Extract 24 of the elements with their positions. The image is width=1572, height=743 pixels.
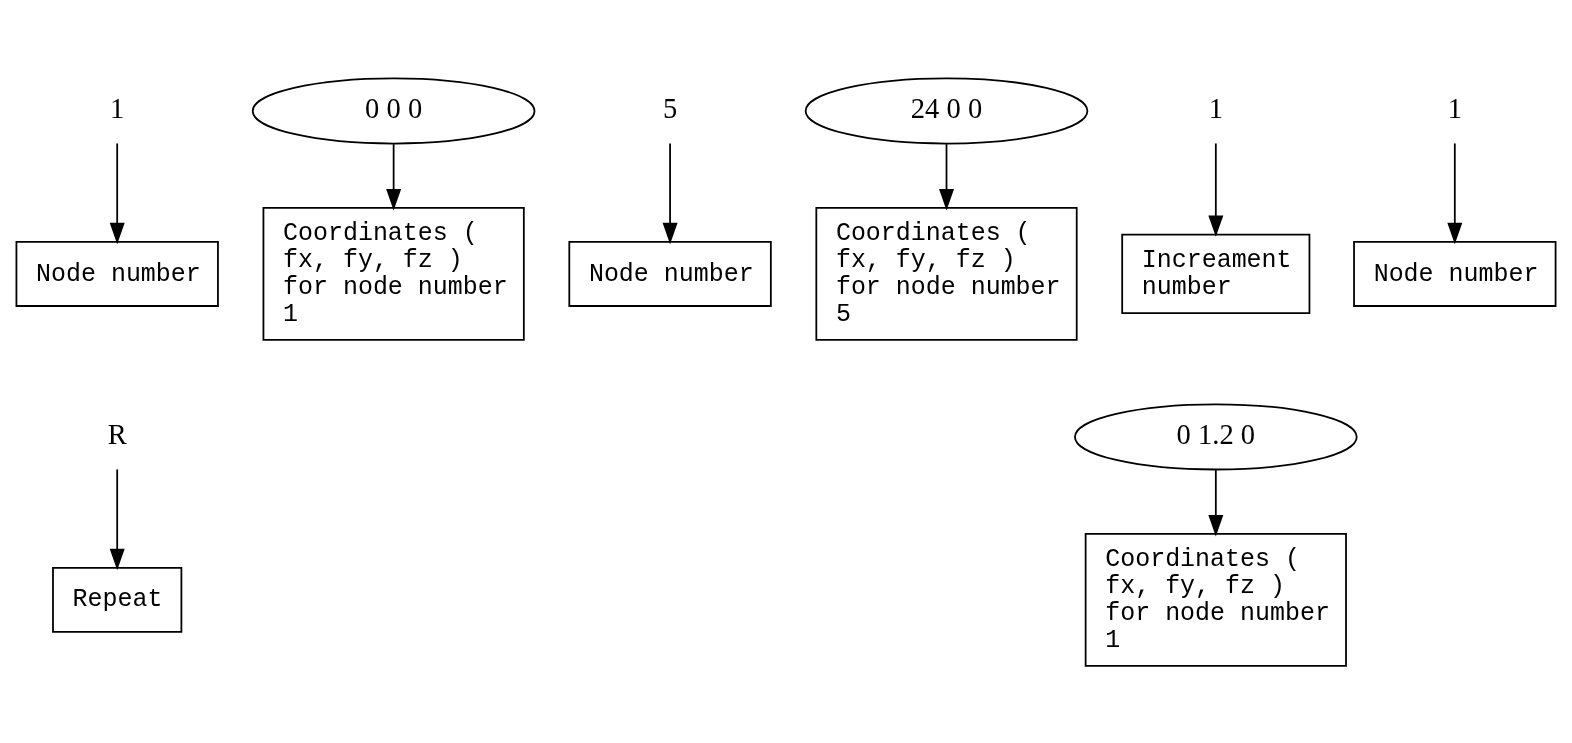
arrow (1208, 142, 1224, 237)
node-text: 1 (1447, 92, 1462, 124)
node-box: Node number (1353, 240, 1557, 307)
node-ellipse: 0 1.2 0 (1074, 402, 1358, 470)
arrow (662, 142, 678, 244)
arrow (939, 142, 954, 210)
node-box: Coordinates ( fx, fy, fz ) for node number 5 (815, 206, 1078, 341)
node-box: Node number (15, 240, 219, 307)
node-text: 1 (110, 92, 125, 124)
node-ellipse: 0 0 0 (251, 76, 536, 144)
node-ellipse: 24 0 0 (804, 76, 1089, 144)
arrow (109, 142, 125, 244)
arrow (386, 142, 402, 210)
node-box: Node number (568, 240, 772, 307)
node-text: 1 (1208, 92, 1223, 124)
node-box: Repeat (52, 566, 183, 633)
arrow (1447, 142, 1463, 244)
node-text: R (107, 418, 127, 450)
arrow (1208, 468, 1224, 536)
arrow (109, 468, 125, 570)
node-text: 5 (662, 92, 678, 124)
node-box: Increament number (1121, 233, 1311, 314)
node-box: Coordinates ( fx, fy, fz ) for node number 1 (262, 206, 525, 341)
node-box: Coordinates ( fx, fy, fz ) for node number 1 (1084, 532, 1347, 667)
